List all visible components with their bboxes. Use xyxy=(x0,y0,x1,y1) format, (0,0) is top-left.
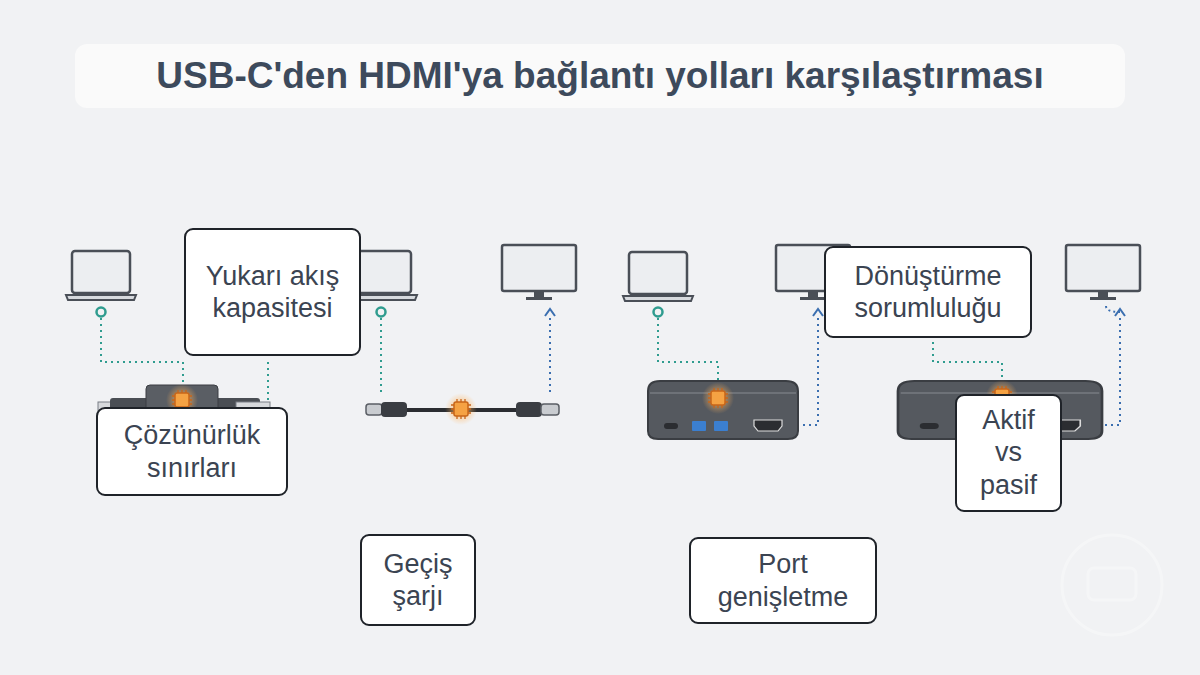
label-text: Yukarı akış kapasitesi xyxy=(200,260,345,325)
label-text: Dönüştürme sorumluluğu xyxy=(840,260,1016,325)
title-box: USB-C'den HDMI'ya bağlantı yolları karşı… xyxy=(75,44,1125,108)
label-box: Aktif vs pasif xyxy=(955,394,1062,512)
label-box: Dönüştürme sorumluluğu xyxy=(824,246,1032,338)
title: USB-C'den HDMI'ya bağlantı yolları karşı… xyxy=(156,55,1043,97)
label-text: Geçiş şarjı xyxy=(376,548,460,613)
label-box: Geçiş şarjı xyxy=(360,534,476,626)
label-box: Port genişletme xyxy=(689,537,877,624)
label-box: Çözünürlük sınırları xyxy=(96,407,288,496)
label-box: Yukarı akış kapasitesi xyxy=(184,228,361,356)
label-text: Port genişletme xyxy=(705,548,861,613)
label-text: Çözünürlük sınırları xyxy=(112,419,272,484)
label-text: Aktif vs pasif xyxy=(971,404,1046,501)
